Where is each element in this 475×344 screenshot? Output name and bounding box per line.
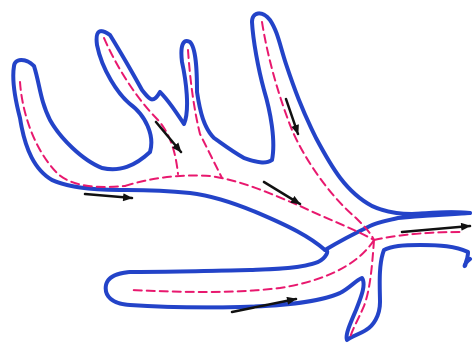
center-branch-flow-arrow: [156, 122, 181, 152]
centerline-lower-branch: [130, 240, 374, 292]
centerline-finger-3: [262, 22, 374, 240]
centerline-finger-2: [188, 50, 222, 178]
flow-arrows: [85, 99, 470, 312]
centerline-finger-1: [104, 38, 178, 174]
left-branch-flow-arrow: [85, 194, 132, 198]
channel-wall-upper-left: [13, 13, 470, 250]
flow-centerlines: [20, 22, 460, 338]
channel-wall-lower: [106, 245, 470, 340]
centerline-outlet: [374, 232, 460, 240]
centerline-left-branch: [20, 82, 125, 187]
